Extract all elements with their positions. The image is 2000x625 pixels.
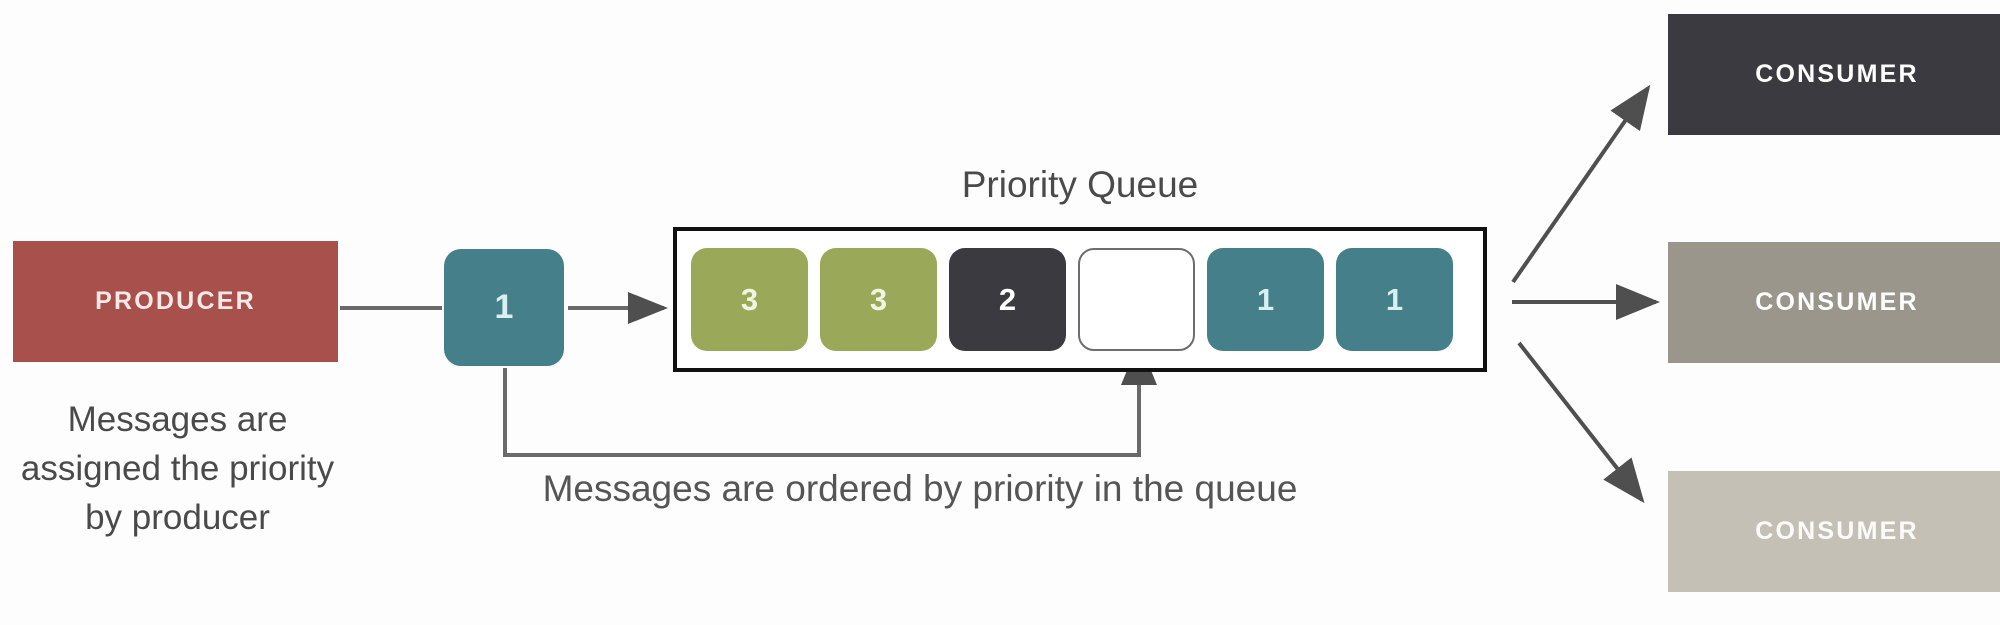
queue-slot-2-priority: 3	[869, 281, 888, 317]
producer-label: PRODUCER	[95, 287, 256, 315]
consumer-box-2[interactable]: CONSUMER	[1668, 242, 2000, 363]
queue-slot-3[interactable]: 2	[949, 248, 1066, 351]
queue-slot-5-priority: 1	[1256, 281, 1275, 317]
queue-slot-5[interactable]: 1	[1207, 248, 1324, 351]
incoming-message-chip[interactable]: 1	[444, 249, 564, 366]
consumer-box-1[interactable]: CONSUMER	[1668, 14, 2000, 135]
queue-title: Priority Queue	[961, 164, 1199, 205]
priority-queue-box: 3 3 2 1 1	[673, 227, 1487, 372]
producer-caption: Messages are assigned the priority by pr…	[20, 400, 335, 537]
queue-slot-1-priority: 3	[740, 281, 759, 317]
queue-slot-6-priority: 1	[1385, 281, 1404, 317]
producer-box[interactable]: PRODUCER	[13, 241, 338, 362]
consumer-box-3[interactable]: CONSUMER	[1668, 471, 2000, 592]
queue-slot-3-priority: 2	[998, 281, 1017, 317]
queue-slot-6[interactable]: 1	[1336, 248, 1453, 351]
consumer-2-label: CONSUMER	[1755, 288, 1919, 316]
queue-slot-4-empty[interactable]	[1078, 248, 1195, 351]
consumer-3-label: CONSUMER	[1755, 517, 1919, 545]
queue-ordering-caption: Messages are ordered by priority in the …	[542, 468, 1298, 509]
connector-queue-to-consumer-1	[1511, 84, 1651, 284]
queue-slot-2[interactable]: 3	[820, 248, 937, 351]
consumer-1-label: CONSUMER	[1755, 60, 1919, 88]
incoming-message-priority: 1	[494, 288, 514, 326]
connector-queue-to-consumer-3	[1517, 341, 1645, 504]
queue-slot-1[interactable]: 3	[691, 248, 808, 351]
